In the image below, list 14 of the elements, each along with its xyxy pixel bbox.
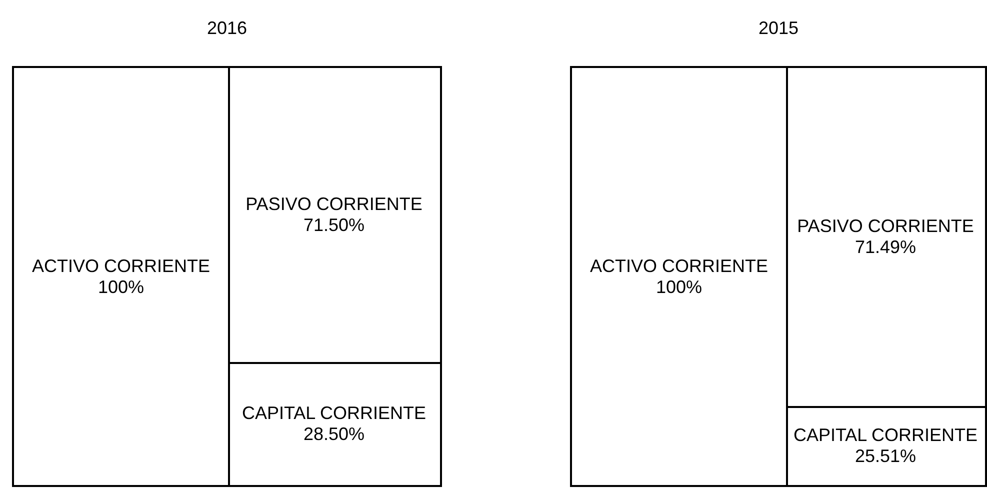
account-name: CAPITAL CORRIENTE xyxy=(242,402,426,424)
account-name: CAPITAL CORRIENTE xyxy=(793,424,978,446)
percentage-value: 71.49% xyxy=(854,237,916,258)
percentage-value: 100% xyxy=(656,276,702,298)
year-heading: 2015 xyxy=(757,18,800,39)
year-heading: 2016 xyxy=(206,18,248,39)
account-name: PASIVO CORRIENTE xyxy=(797,216,974,237)
account-name: ACTIVO CORRIENTE xyxy=(32,256,210,276)
percentage-value: 28.50% xyxy=(303,424,365,444)
account-name: PASIVO CORRIENTE xyxy=(246,194,422,215)
percentage-value: 71.50% xyxy=(303,215,365,236)
percentage-value: 100% xyxy=(98,276,144,298)
account-name: ACTIVO CORRIENTE xyxy=(590,256,768,276)
percentage-value: 25.51% xyxy=(854,446,916,466)
